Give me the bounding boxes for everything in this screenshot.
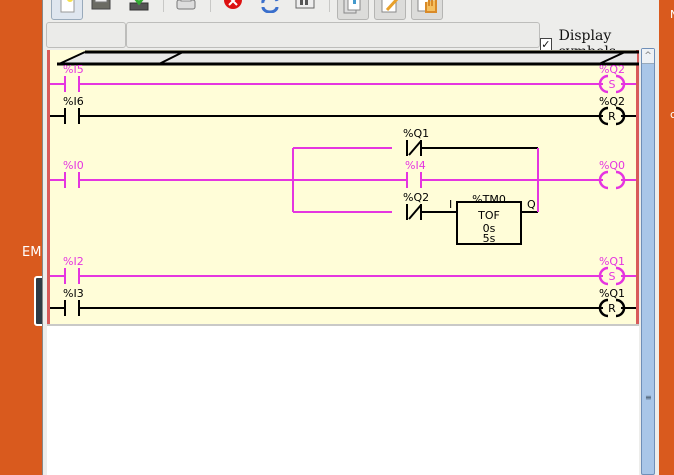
stop-icon [224, 0, 242, 9]
coil-right-arc [615, 74, 626, 94]
timer-input-label: I [449, 198, 452, 211]
coil-type: R [608, 110, 616, 123]
right-power-rail [636, 50, 639, 324]
coil-left-arc [598, 106, 609, 126]
contact-label: %I4 [405, 159, 426, 172]
coil-right-arc [615, 298, 626, 318]
status-pane-left [46, 22, 126, 48]
vertical-scrollbar[interactable]: ^ ≡ [641, 48, 655, 475]
coil-right-arc [615, 106, 626, 126]
coil-type: S [609, 270, 616, 283]
stop-button[interactable] [218, 0, 248, 18]
hand-button[interactable] [411, 0, 443, 20]
section-header [59, 52, 637, 64]
timer-name: %TM0 [472, 193, 506, 206]
scroll-up-icon[interactable]: ^ [642, 49, 654, 64]
desktop-label: EM [22, 245, 42, 260]
hand-icon [417, 0, 437, 13]
coil-type: R [608, 302, 616, 315]
coil-label: %Q2 [599, 95, 625, 108]
contact-label: %I0 [63, 159, 84, 172]
timer-current: 0s [483, 222, 496, 235]
ladder-window: ✓ Display symbols %I5S%Q2%I6R%Q2%I0%Q1%I… [42, 0, 659, 475]
edit-icon [381, 0, 399, 13]
desktop-fragment: c [670, 108, 674, 121]
timer-output-label: Q [527, 198, 536, 211]
status-pane-main [126, 22, 540, 48]
desktop-fragment: N [670, 8, 674, 21]
contact-label: %I2 [63, 255, 84, 268]
wire [408, 140, 422, 156]
new-button[interactable] [51, 0, 83, 20]
coil-right-arc [615, 266, 626, 286]
copy-pages-button[interactable] [337, 0, 369, 20]
contact-label: %I5 [63, 63, 84, 76]
edit-button[interactable] [374, 0, 406, 20]
print-button[interactable] [171, 0, 201, 18]
contact-label: %Q2 [403, 191, 429, 204]
timer-preset: 5s [483, 232, 496, 245]
checkbox-check-icon[interactable]: ✓ [540, 37, 552, 51]
refresh-button[interactable] [255, 0, 285, 18]
save-button[interactable] [124, 0, 154, 18]
scroll-grip-icon[interactable]: ≡ [645, 393, 652, 402]
coil-label: %Q1 [599, 255, 625, 268]
open-button[interactable] [86, 0, 116, 18]
toolbar [43, 0, 659, 20]
open-icon [91, 0, 111, 10]
coil-left-arc [598, 74, 609, 94]
coil-left-arc [598, 170, 609, 190]
coil-label: %Q1 [599, 287, 625, 300]
config-icon [295, 0, 315, 9]
coil-left-arc [598, 266, 609, 286]
coil-type: S [609, 78, 616, 91]
print-icon [176, 0, 196, 10]
timer-type: TOF [477, 209, 500, 222]
refresh-icon [261, 0, 279, 13]
contact-label: %I3 [63, 287, 84, 300]
coil-label: %Q2 [599, 63, 625, 76]
copy-pages-icon [343, 0, 361, 14]
coil-left-arc [598, 298, 609, 318]
coil-right-arc [615, 170, 626, 190]
coil-label: %Q0 [599, 159, 625, 172]
wire [408, 204, 422, 220]
config-button[interactable] [290, 0, 320, 18]
empty-canvas [47, 326, 639, 475]
timer-block [456, 201, 522, 245]
new-icon [60, 0, 75, 13]
contact-label: %I6 [63, 95, 84, 108]
left-power-rail [47, 50, 50, 324]
save-icon [129, 0, 149, 11]
contact-label: %Q1 [403, 127, 429, 140]
